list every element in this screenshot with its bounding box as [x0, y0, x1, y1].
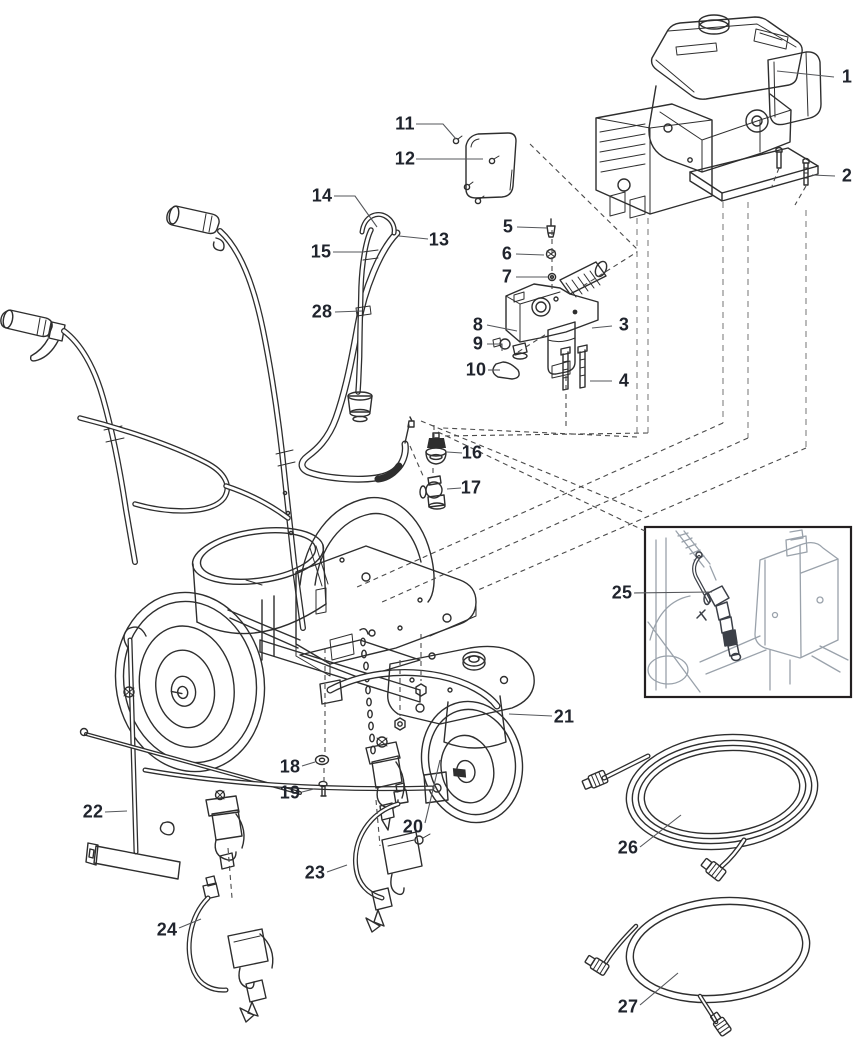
leader-line-8	[486, 324, 518, 332]
leader-line-17	[446, 487, 462, 490]
strainer-fitting-16	[425, 432, 447, 465]
callout-12: 12	[394, 148, 416, 169]
deck-plates	[227, 545, 477, 703]
callout-8: 8	[472, 314, 484, 335]
brake-lever	[29, 338, 59, 362]
hose-27-fitting-bottom	[710, 1011, 732, 1037]
gun-holder-post	[79, 626, 449, 880]
callout-1: 1	[841, 66, 853, 87]
callout-10: 10	[465, 359, 487, 380]
leader-line-18	[301, 761, 316, 767]
nut-20	[394, 683, 427, 731]
callout-24: 24	[156, 919, 178, 940]
part-6-nut	[545, 248, 557, 260]
leader-line-3	[591, 325, 613, 329]
engine-assembly	[595, 14, 822, 219]
ball-valve-25	[692, 551, 742, 662]
leader-line-22	[104, 810, 128, 813]
leader-line-23	[326, 864, 348, 873]
hose-27-fitting-left	[584, 954, 610, 976]
callout-9: 9	[472, 333, 484, 354]
washer-18	[314, 754, 330, 766]
leader-line-9	[487, 343, 503, 351]
callout-18: 18	[279, 756, 301, 777]
callout-27: 27	[617, 996, 639, 1017]
leader-line-6	[515, 253, 545, 256]
leader-line-11	[416, 123, 457, 140]
leader-line-16	[446, 451, 463, 454]
clamp-28	[355, 305, 372, 317]
inset-detail-box	[643, 525, 853, 699]
leader-line-25	[633, 591, 713, 594]
callout-20: 20	[402, 816, 424, 837]
callout-25: 25	[611, 582, 633, 603]
callout-23: 23	[304, 862, 326, 883]
cart-frame	[0, 205, 535, 1023]
callout-15: 15	[310, 241, 332, 262]
handlebar-left	[0, 309, 66, 362]
screw-19	[318, 780, 328, 797]
clamp-knob	[159, 821, 175, 836]
callout-17: 17	[460, 477, 482, 498]
callout-21: 21	[553, 706, 575, 727]
callout-19: 19	[279, 782, 301, 803]
handlebar-right	[166, 205, 225, 252]
callout-11: 11	[395, 113, 415, 134]
part-8-plug	[512, 342, 528, 356]
callout-4: 4	[618, 370, 630, 391]
pump-manifold	[492, 260, 608, 379]
leader-line-1	[776, 70, 835, 78]
front-wheel	[114, 591, 266, 773]
elbow-fitting-17	[419, 475, 446, 510]
inset-border	[643, 525, 853, 699]
leader-line-20	[424, 759, 441, 824]
hose-26	[581, 733, 819, 882]
hose-26-fitting-left	[581, 769, 609, 790]
leader-line-13	[398, 235, 429, 240]
callout-14: 14	[311, 185, 333, 206]
clutch-cover-plate	[465, 132, 517, 199]
deck-hardware	[314, 683, 427, 797]
callout-28: 28	[311, 301, 333, 322]
leader-line-2	[811, 174, 836, 177]
leader-line-5	[516, 226, 548, 229]
leader-line-24	[178, 918, 202, 929]
leader-line-28	[334, 310, 363, 313]
leader-line-21	[508, 713, 553, 717]
inset-machine-art	[647, 529, 849, 693]
mounted-gun-rear	[205, 789, 245, 870]
leader-line-19	[301, 788, 315, 793]
hose-26-fitting-bottom	[700, 857, 727, 882]
callout-5: 5	[502, 216, 514, 237]
callout-22: 22	[82, 801, 104, 822]
spray-gun-23	[352, 782, 431, 933]
caster-assembly	[319, 645, 535, 824]
engine-mounting-bolts	[775, 146, 810, 186]
hose-27	[584, 896, 811, 1037]
callout-3: 3	[618, 314, 630, 335]
part-10-lever	[492, 361, 520, 380]
callout-26: 26	[617, 837, 639, 858]
callout-16: 16	[461, 442, 483, 463]
callout-6: 6	[501, 243, 513, 264]
leader-line-26	[639, 814, 682, 848]
callout-2: 2	[841, 165, 853, 186]
siphon-tube-assembly	[298, 212, 415, 483]
caster-wheel	[420, 700, 524, 824]
part-7-oring	[547, 272, 557, 282]
leader-line-27	[639, 972, 679, 1006]
assembly-dash-lines	[227, 143, 807, 899]
hose-band	[374, 462, 403, 483]
callout-7: 7	[501, 266, 513, 287]
drain-valve-parts	[492, 342, 528, 380]
callout-13: 13	[428, 229, 450, 250]
spray-gun-24	[186, 875, 274, 1023]
leader-line-14	[334, 195, 378, 228]
